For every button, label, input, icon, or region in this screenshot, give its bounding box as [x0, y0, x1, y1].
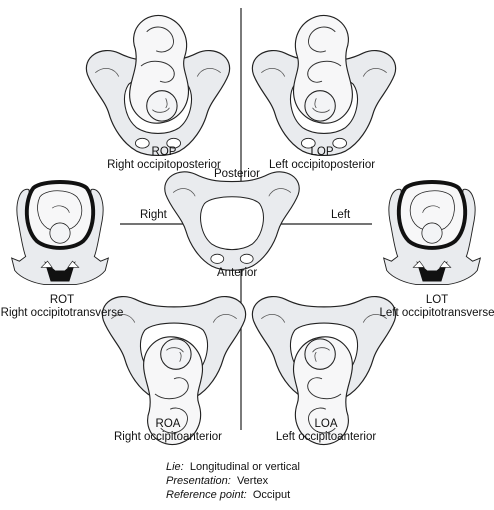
loa-label: LOA Left occipitoanterior — [276, 418, 376, 444]
reference-value: Occiput — [252, 489, 291, 501]
lop-illustration — [251, 14, 397, 157]
right-label: Right — [140, 209, 167, 221]
rop-label: ROP Right occipitoposterior — [107, 146, 221, 172]
rot-abbr: ROT — [49, 294, 75, 306]
lot-abbr: LOT — [425, 294, 449, 306]
posterior-label: Posterior — [214, 168, 261, 180]
legend: Lie: Longitudinal or vertical Presentati… — [166, 460, 300, 502]
lop-label: LOP Left occipitoposterior — [269, 146, 375, 172]
loa-name: Left occipitoanterior — [275, 431, 377, 443]
lot-illustration — [381, 180, 483, 287]
legend-reference: Reference point: Occiput — [166, 488, 300, 502]
rot-illustration — [9, 180, 111, 287]
anterior-label: Anterior — [217, 267, 258, 279]
reference-key: Reference point: — [166, 489, 247, 501]
rop-name: Right occipitoposterior — [107, 159, 221, 171]
lot-name: Left occipitotransverse — [379, 307, 494, 319]
center-pelvis — [164, 171, 300, 271]
roa-name: Right occipitoanterior — [113, 431, 223, 443]
roa-label: ROA Right occipitoanterior — [114, 418, 222, 444]
lop-name: Left occipitoposterior — [268, 159, 376, 171]
left-label: Left — [331, 209, 351, 221]
loa-abbr: LOA — [314, 418, 338, 430]
rot-name: Right occipitotransverse — [0, 307, 124, 319]
presentation-value: Vertex — [236, 475, 269, 487]
legend-lie: Lie: Longitudinal or vertical — [166, 460, 300, 474]
lie-value: Longitudinal or vertical — [189, 461, 300, 473]
lot-label: LOT Left occipitotransverse — [379, 294, 494, 320]
legend-presentation: Presentation: Vertex — [166, 474, 300, 488]
rot-label: ROT Right occipitotransverse — [1, 294, 124, 320]
rop-illustration — [85, 14, 231, 157]
presentation-key: Presentation: — [166, 475, 231, 487]
rop-abbr: ROP — [151, 146, 177, 158]
lie-key: Lie: — [166, 461, 184, 473]
lop-abbr: LOP — [310, 146, 334, 158]
roa-abbr: ROA — [155, 418, 181, 430]
